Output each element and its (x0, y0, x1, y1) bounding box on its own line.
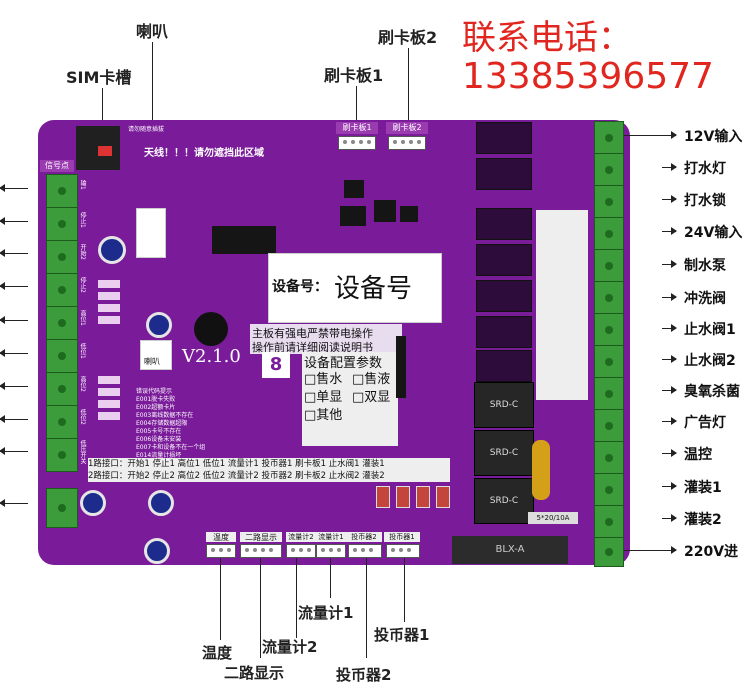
config-panel: 设备配置参数 □售水 □售液 □单显 □双显 □其他 (302, 352, 398, 446)
warning-box: 主板有强电严禁带电操作 操作前请详细阅读说明书 (250, 324, 402, 354)
card-board-1-header-label: 刷卡板1 (336, 122, 378, 134)
card-board-1-leader-line (356, 86, 357, 122)
port-row-2: 2路接口：开始2 停止2 高位2 低位2 流量计2 投币器2 刷卡板2 止水阀2… (88, 470, 450, 482)
flow-meter-2-callout: 流量计2 (262, 638, 318, 656)
ic (374, 200, 396, 222)
coin-acceptor-2-callout: 投币器2 (336, 666, 392, 684)
card-board-2-header-label: 刷卡板2 (386, 122, 428, 134)
capacitor (148, 490, 174, 516)
coin-2-leader (366, 558, 367, 658)
port-row-1: 1路接口：开始1 停止1 高位1 低位1 流量计1 投币器1 刷卡板1 止水阀1… (88, 458, 450, 470)
resistor (436, 486, 450, 508)
buzzer (194, 312, 228, 346)
temperature-callout: 温度 (202, 644, 233, 662)
card-board-1-callout: 刷卡板1 (324, 66, 384, 85)
speaker-connector (140, 340, 172, 370)
phone-label: 联系电话： (462, 18, 632, 58)
sim-led (98, 146, 112, 156)
sim-slot-leader-line (102, 88, 103, 122)
phone-number: 13385396577 (462, 56, 714, 97)
card-board-2-connector (388, 136, 426, 150)
fuse-spec: 5*20/10A (528, 512, 578, 524)
relay-srd-1: SRD-C (474, 382, 534, 428)
config-box: 8 (262, 352, 290, 378)
relay-srd-3: SRD-C (474, 478, 534, 524)
right-leader (624, 550, 662, 551)
coin-1-leader (404, 558, 405, 622)
flow-meter-1-callout: 流量计1 (298, 604, 354, 622)
capacitor (146, 312, 172, 338)
right-leader (624, 135, 662, 136)
relay-warning-strip (536, 210, 588, 400)
dual-display-leader (260, 558, 261, 658)
speaker-small-label: 喇叭 (144, 357, 160, 366)
device-number-label: 设备号： (272, 279, 328, 295)
device-number-value: 设备号 (334, 274, 413, 304)
capacitor (144, 538, 170, 564)
flow-2-leader (296, 558, 297, 638)
crystal (532, 440, 550, 500)
capacitor (80, 490, 106, 516)
coin-acceptor-1-callout: 投币器1 (374, 626, 430, 644)
notice-text: 请勿随意插拔 (128, 126, 165, 133)
ic (340, 206, 366, 226)
capacitor (98, 236, 126, 264)
resistor (416, 486, 430, 508)
device-number-sticker (268, 253, 442, 323)
ic (400, 206, 418, 222)
temp-leader (220, 558, 221, 640)
card-board-1-connector (338, 136, 376, 150)
sim-slot-callout: SIM卡槽 (66, 68, 132, 87)
card-board-2-callout: 刷卡板2 (378, 28, 438, 47)
signal-point-label: 信号点 (40, 160, 74, 172)
relay-srd-2: SRD-C (474, 430, 534, 476)
antenna-warning: 天线！！！请勿遮挡此区域 (144, 148, 264, 159)
resistor (376, 486, 390, 508)
flow-1-leader (330, 558, 331, 598)
main-ic (212, 226, 276, 254)
fuse-holder: BLX-A (452, 536, 568, 564)
resistor (396, 486, 410, 508)
version-label: V2.1.0 (182, 346, 241, 367)
header-strip (396, 336, 406, 398)
speaker-module (136, 208, 166, 258)
card-board-2-leader-line (408, 48, 409, 122)
ic (344, 180, 364, 198)
speaker-callout: 喇叭 (136, 22, 169, 41)
dual-display-callout: 二路显示 (224, 664, 285, 682)
